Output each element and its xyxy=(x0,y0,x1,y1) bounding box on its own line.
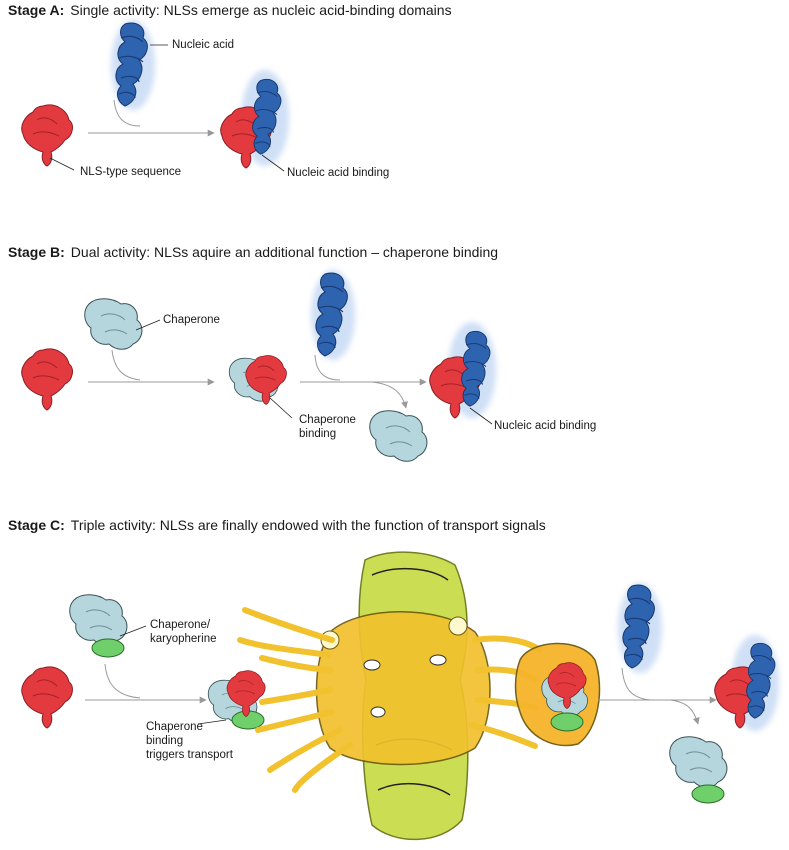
label-nucleic-acid-binding: Nucleic acid binding xyxy=(494,420,597,432)
incoming-arrow xyxy=(113,99,141,127)
label-line: Chaperone/ xyxy=(150,619,211,631)
label-chaperone-triggers-transport: Chaperone binding triggers transport xyxy=(146,720,233,762)
label-line: binding xyxy=(146,735,184,747)
leader-line xyxy=(269,397,293,419)
stage-a xyxy=(21,20,289,172)
released-karyopherin-icon xyxy=(669,736,728,804)
karyopherin-icon xyxy=(69,594,128,658)
label-chaperone: Chaperone xyxy=(163,314,220,326)
chaperone-icon xyxy=(84,298,143,350)
nucleic-acid-icon xyxy=(311,270,355,360)
nls-nucleic-acid-complex xyxy=(429,322,496,419)
leader-line xyxy=(469,407,493,425)
label-line: triggers transport xyxy=(146,749,233,761)
nucleic-acid-icon xyxy=(618,583,662,673)
label-line: Chaperone xyxy=(299,414,356,426)
stage-c-label: Stage C: xyxy=(8,517,65,533)
leader-line xyxy=(135,319,161,331)
release-arrow xyxy=(669,699,700,725)
nucleic-acid-icon xyxy=(111,20,155,110)
stage-a-label: Stage A: xyxy=(8,2,65,18)
leader-line xyxy=(119,625,147,637)
released-chaperone-icon xyxy=(369,410,428,462)
release-arrow xyxy=(371,381,408,409)
stage-b-label: Stage B: xyxy=(8,244,65,260)
label-chaperone-binding: Chaperone binding xyxy=(299,413,356,441)
label-chaperone-karyopherine: Chaperone/ karyopherine xyxy=(150,618,216,646)
stage-a-description: Single activity: NLSs emerge as nucleic … xyxy=(70,2,452,18)
stage-b xyxy=(21,270,496,462)
stage-a-title: Stage A: Single activity: NLSs emerge as … xyxy=(8,2,452,18)
stage-c xyxy=(21,551,779,841)
label-line: Chaperone xyxy=(146,721,203,733)
leader-line xyxy=(197,719,227,725)
nls-domain-icon xyxy=(21,348,73,411)
incoming-arrow xyxy=(621,667,651,701)
nls-domain-icon xyxy=(21,104,73,167)
label-line: karyopherine xyxy=(150,633,217,645)
nls-domain-icon xyxy=(21,666,73,729)
chaperone-nls-complex xyxy=(228,355,287,405)
leader-line xyxy=(261,154,285,172)
nls-nucleic-acid-complex xyxy=(220,70,289,169)
nls-nucleic-acid-complex xyxy=(714,635,779,731)
stage-c-description: Triple activity: NLSs are finally endowe… xyxy=(70,517,546,533)
label-nucleic-acid: Nucleic acid xyxy=(172,39,234,51)
label-nls-type-sequence: NLS-type sequence xyxy=(80,166,182,178)
label-nucleic-acid-binding: Nucleic acid binding xyxy=(287,167,390,179)
label-line: binding xyxy=(299,428,337,440)
stage-b-title: Stage B: Dual activity: NLSs aquire an ad… xyxy=(8,244,498,260)
incoming-arrow xyxy=(104,663,141,699)
stage-b-description: Dual activity: NLSs aquire an additional… xyxy=(70,244,499,260)
incoming-arrow xyxy=(314,354,341,381)
leader-line xyxy=(49,157,75,171)
incoming-arrow xyxy=(111,349,141,381)
stage-c-title: Stage C: Triple activity: NLSs are finall… xyxy=(8,517,546,533)
